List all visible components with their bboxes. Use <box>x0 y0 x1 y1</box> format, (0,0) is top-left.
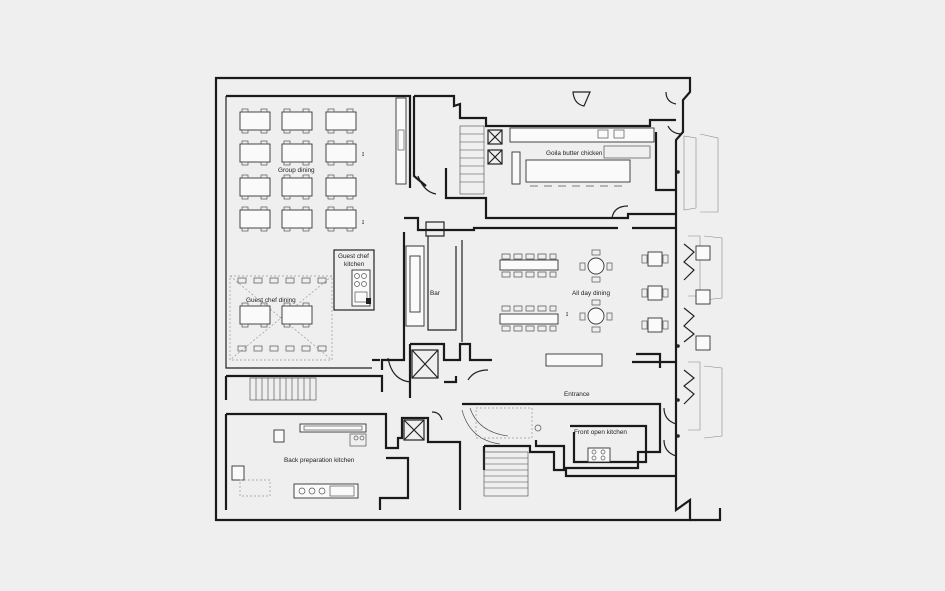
goila-kitchen <box>509 127 655 187</box>
room-labels: Group dining Guest chef kitchen Guest ch… <box>246 150 627 464</box>
label-front-open-kitchen: Front open kitchen <box>574 429 627 436</box>
label-guest-chef-dining: Guest chef dining <box>246 297 296 304</box>
label-all-day-dining: All day dining <box>572 290 610 297</box>
svg-text:ɪ: ɪ <box>362 152 364 158</box>
back-prep-kitchen-furniture <box>231 423 367 499</box>
label-guest-chef-kitchen-1: Guest chef <box>338 253 369 260</box>
label-guest-chef-kitchen-2: kitchen <box>344 261 365 268</box>
group-dining-tables: ɪ ɪ <box>239 97 407 232</box>
lifts <box>403 129 503 441</box>
svg-text:ɪ: ɪ <box>362 220 364 226</box>
outer-walls <box>214 76 722 522</box>
all-day-dining-furniture: ɪ <box>499 245 711 367</box>
svg-text:ɪ: ɪ <box>566 312 568 318</box>
front-open-kitchen-furniture <box>475 407 611 463</box>
label-back-preparation-kitchen: Back preparation kitchen <box>284 457 355 464</box>
label-goila-butter-chicken: Goila butter chicken <box>546 150 603 157</box>
label-entrance: Entrance <box>564 391 590 398</box>
label-bar: Bar <box>430 290 441 297</box>
label-group-dining: Group dining <box>278 167 315 174</box>
glazing <box>676 133 723 439</box>
stairs <box>249 125 529 497</box>
guest-chef-kitchen <box>333 249 375 311</box>
interior-walls <box>224 94 676 510</box>
door-swings <box>387 91 683 457</box>
guest-chef-dining <box>229 275 333 361</box>
